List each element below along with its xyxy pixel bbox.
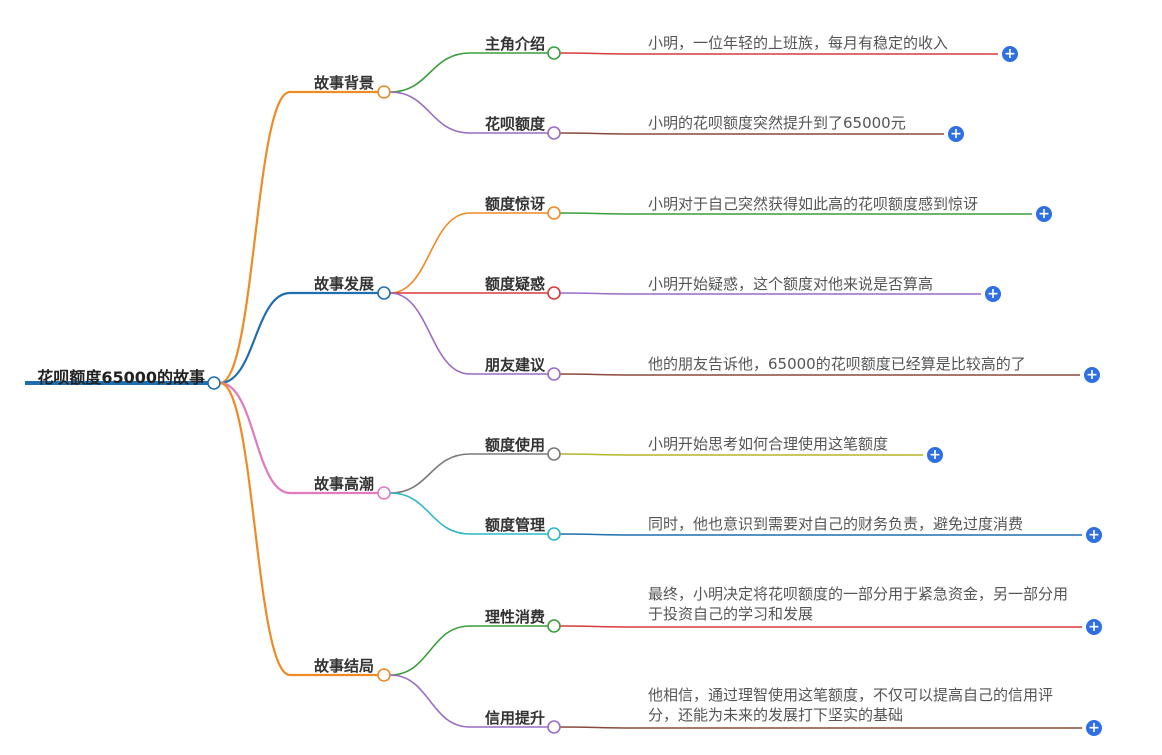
subbranch-line [389, 52, 471, 93]
subbranch-line [389, 453, 471, 494]
topic-node[interactable] [547, 46, 561, 60]
expand-plus-icon[interactable]: + [1086, 720, 1102, 736]
subbranch-line [389, 492, 471, 535]
leaf-underline [559, 453, 923, 456]
expand-plus-icon[interactable]: + [1002, 46, 1018, 62]
topic-title: 额度疑惑 [484, 275, 545, 293]
leaf-underline [559, 625, 1082, 628]
topic-detail: 小明开始疑惑，这个额度对他来说是否算高 [648, 275, 934, 293]
topic-title: 理性消费 [484, 608, 545, 626]
expand-plus-icon[interactable]: + [948, 126, 964, 142]
subbranch-line [389, 91, 471, 134]
topic-title: 主角介绍 [484, 35, 545, 53]
topic-detail: 小明对于自己突然获得如此高的花呗额度感到惊讶 [648, 195, 979, 213]
leaf-underline [559, 726, 1082, 729]
root-node[interactable] [207, 376, 221, 390]
topic-title: 信用提升 [484, 709, 545, 727]
topic-node[interactable] [547, 720, 561, 734]
topic-title: 花呗额度 [484, 115, 545, 133]
section-node[interactable] [377, 668, 391, 682]
topic-node[interactable] [547, 367, 561, 381]
section-node[interactable] [377, 486, 391, 500]
branch-line-3 [219, 381, 291, 495]
subbranch-line [389, 212, 471, 294]
topic-node[interactable] [547, 527, 561, 541]
subbranch-line [389, 674, 471, 728]
topic-title: 额度惊讶 [484, 195, 545, 213]
section-title: 故事发展 [313, 275, 374, 293]
topic-detail: 小明，一位年轻的上班族，每月有稳定的收入 [648, 34, 949, 52]
topic-detail: 小明开始思考如何合理使用这笔额度 [648, 435, 889, 453]
expand-plus-icon[interactable]: + [1086, 619, 1102, 635]
section-title: 故事背景 [313, 74, 374, 92]
topic-node[interactable] [547, 447, 561, 461]
leaf-underline [559, 132, 944, 135]
leaf-underline [559, 373, 1080, 376]
section-node[interactable] [377, 85, 391, 99]
topic-node[interactable] [547, 126, 561, 140]
section-title: 故事高潮 [313, 475, 374, 493]
topic-detail: 最终，小明决定将花呗额度的一部分用于紧急资金，另一部分用于投资自己的学习和发展 [648, 585, 1069, 623]
expand-plus-icon[interactable]: + [1086, 527, 1102, 543]
leaf-underline [559, 52, 998, 55]
root-topic: 花呗额度65000的故事 [37, 368, 205, 387]
branch-line-2 [219, 291, 291, 385]
topic-node[interactable] [547, 619, 561, 633]
expand-plus-icon[interactable]: + [985, 286, 1001, 302]
leaf-underline [559, 533, 1082, 536]
topic-title: 额度使用 [484, 436, 545, 454]
topic-detail: 他的朋友告诉他，65000的花呗额度已经算是比较高的了 [648, 355, 1026, 373]
topic-detail: 同时，他也意识到需要对自己的财务负责，避免过度消费 [648, 515, 1024, 533]
topic-detail: 他相信，通过理智使用这笔额度，不仅可以提高自己的信用评分，还能为未来的发展打下坚… [648, 686, 1054, 724]
topic-node[interactable] [547, 206, 561, 220]
topic-detail: 小明的花呗额度突然提升到了65000元 [648, 114, 906, 132]
topic-node[interactable] [547, 286, 561, 300]
branch-line-4 [219, 381, 291, 677]
branch-line-1 [219, 90, 291, 385]
subbranch-line [389, 625, 471, 676]
subbranch-line [389, 292, 471, 375]
topic-title: 额度管理 [484, 516, 545, 534]
expand-plus-icon[interactable]: + [927, 447, 943, 463]
leaf-underline [559, 212, 1032, 215]
expand-plus-icon[interactable]: + [1084, 367, 1100, 383]
section-node[interactable] [377, 286, 391, 300]
expand-plus-icon[interactable]: + [1036, 206, 1052, 222]
topic-title: 朋友建议 [484, 356, 545, 374]
section-title: 故事结局 [313, 657, 374, 675]
leaf-underline [559, 292, 981, 295]
